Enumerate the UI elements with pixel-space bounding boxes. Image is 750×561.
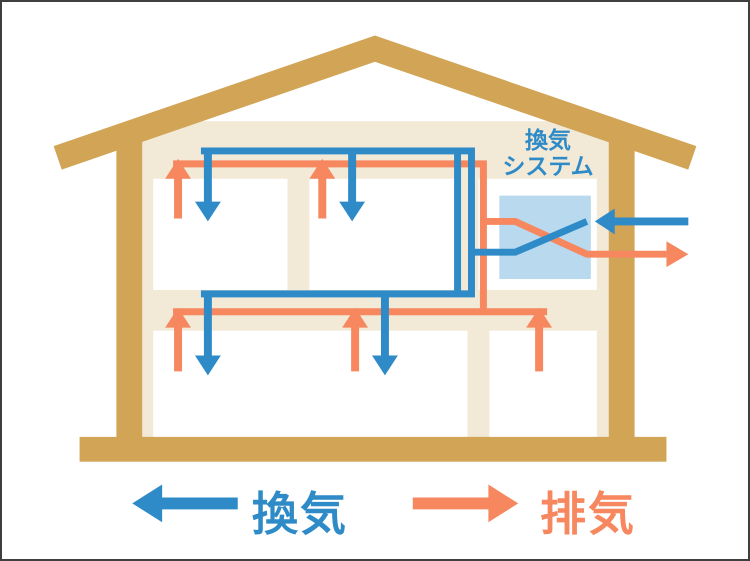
supply-vent-arrow-lower-middle (372, 293, 398, 376)
exhaust-vent-arrow-lower-right (526, 307, 553, 372)
exhaust-vent-arrow-lower-left (165, 307, 191, 372)
legend-exhaust-arrow-icon (412, 484, 519, 523)
supply-duct-unit-link (471, 218, 589, 256)
supply-intake-arrow (594, 208, 689, 235)
exhaust-vent-arrow-upper-left (165, 158, 191, 219)
supply-vent-arrow-lower-left (194, 293, 221, 376)
left-wall (116, 127, 143, 457)
unit-label-line2: システム (502, 153, 594, 180)
legend-exhaust-label: 排気 (540, 487, 636, 541)
room-upper-left (153, 178, 288, 290)
exhaust-vent-arrow-lower-middle (342, 307, 369, 372)
roof (53, 35, 697, 170)
legend-supply-arrow-icon (132, 484, 238, 523)
unit-label-line1: 換気 (525, 128, 571, 154)
room-upper-middle (309, 178, 457, 290)
supply-vent-arrow-upper-middle (339, 147, 366, 222)
legend-supply-label: 換気 (252, 487, 348, 541)
exhaust-outlet-arrowhead (666, 241, 689, 268)
exhaust-vent-arrow-upper-middle (309, 158, 336, 219)
right-wall (608, 127, 635, 457)
floor-slab (79, 436, 667, 462)
room-lower-left (153, 330, 468, 439)
supply-vent-arrow-upper-left (194, 147, 221, 222)
exhaust-duct-upper (173, 160, 487, 312)
unit-label: 換気 システム (477, 128, 619, 181)
supply-duct-loop (200, 147, 475, 298)
